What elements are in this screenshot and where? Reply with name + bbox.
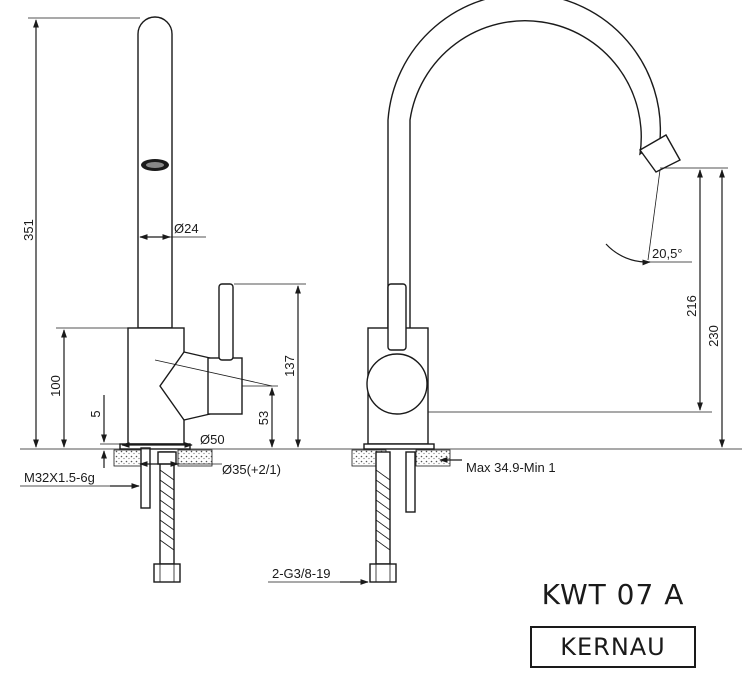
supply-hose xyxy=(159,451,175,565)
handle-cartridge xyxy=(366,353,428,415)
gasket-right xyxy=(177,449,213,467)
dim-216: 216 xyxy=(684,295,699,317)
hose-nut-side xyxy=(369,563,397,583)
brand-logo: KERNAU xyxy=(530,626,696,668)
dim-d24: Ø24 xyxy=(174,221,199,236)
mounting-stud xyxy=(140,447,151,509)
supply-hose-side xyxy=(375,451,391,565)
dim-thread: M32X1.5-6g xyxy=(24,470,95,485)
handle-connector xyxy=(159,351,211,421)
hose-nut xyxy=(153,563,181,583)
dim-countertop: Max 34.9-Min 1 xyxy=(466,460,556,475)
front-view: 351 100 5 Ø24 137 53 Ø50 Ø35(+2/1) xyxy=(20,16,742,583)
dim-angle: 20,5° xyxy=(652,246,683,261)
dim-230: 230 xyxy=(706,325,721,347)
dim-100: 100 xyxy=(48,375,63,397)
dim-53: 53 xyxy=(256,411,271,425)
side-view: 216 230 20,5° Max 34.9-Min 1 2-G3/8-19 xyxy=(268,0,728,585)
gasket-right-side xyxy=(415,449,451,467)
swan-neck-spout xyxy=(387,0,662,331)
base-ring-side xyxy=(363,443,435,450)
handle-lever-side xyxy=(387,283,407,351)
spout-tube xyxy=(137,16,173,329)
dim-5: 5 xyxy=(88,410,103,417)
handle-lever xyxy=(218,283,234,361)
handle-block xyxy=(207,357,243,415)
mounting-stud-side xyxy=(405,451,416,513)
dim-137: 137 xyxy=(282,355,297,377)
spout-aerator xyxy=(638,134,681,173)
dim-d35: Ø35(+2/1) xyxy=(222,462,281,477)
dim-hose: 2-G3/8-19 xyxy=(272,566,331,581)
dim-351: 351 xyxy=(21,219,36,241)
model-number: KWT 07 A xyxy=(541,578,685,611)
dim-d50: Ø50 xyxy=(200,432,225,447)
